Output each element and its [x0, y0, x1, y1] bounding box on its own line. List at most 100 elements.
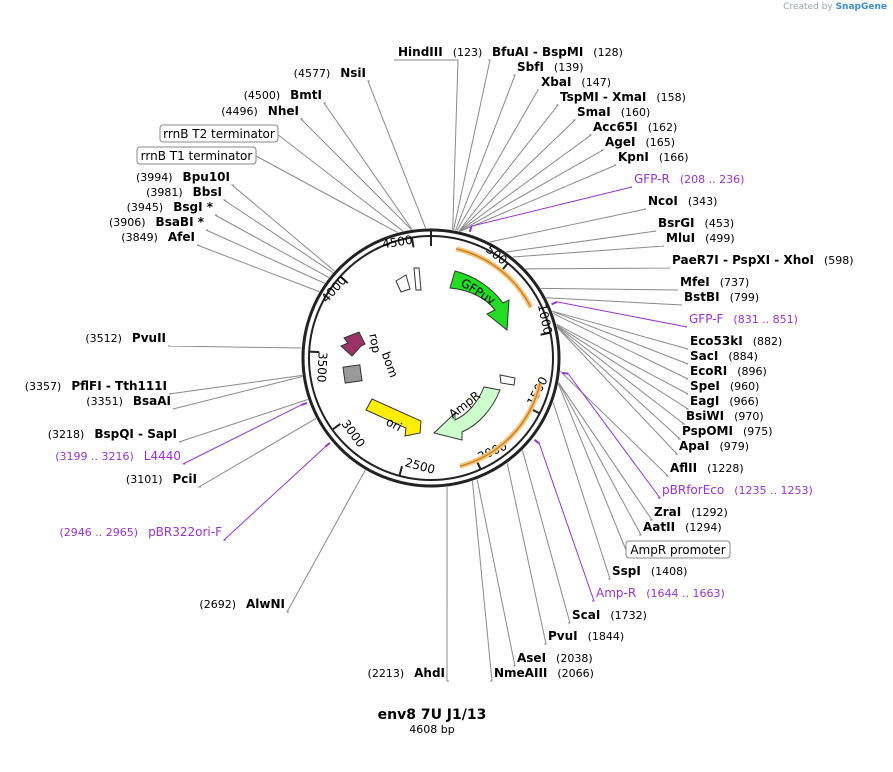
site-label: (2692)AlwNI: [199, 597, 285, 611]
site-position: (3512): [85, 332, 122, 345]
site-ahdi[interactable]: (2213)AhdI: [368, 666, 445, 680]
site-bfuai-bspmi[interactable]: BfuAI - BspMI(128): [492, 45, 623, 59]
site-label: Acc65I(162): [593, 120, 677, 134]
site-leader: [556, 323, 689, 395]
site-label: AgeI(165): [605, 135, 675, 149]
site-hindiii[interactable]: HindIII (123): [398, 45, 482, 59]
site-label: (3357)PflFI - Tth111I: [25, 379, 167, 393]
site-bmti[interactable]: (4500)BmtI: [244, 88, 322, 102]
ampr-promoter-arrow: [499, 374, 516, 386]
site-pflfi-tth111i[interactable]: (3357)PflFI - Tth111I: [25, 379, 167, 393]
site-label: BsiWI(970): [686, 409, 764, 423]
site-leader: [506, 463, 547, 645]
site-position: (975): [743, 425, 773, 438]
site-bstbi[interactable]: BstBI(799): [684, 290, 759, 304]
site-leader: [394, 59, 459, 230]
site-pspomi[interactable]: PspOMI(975): [682, 424, 773, 438]
site-name: ScaI: [572, 608, 600, 622]
site-nsii[interactable]: (4577)NsiI: [294, 66, 366, 80]
site-smai[interactable]: SmaI(160): [577, 105, 650, 119]
site-nhei[interactable]: (4496)NheI: [221, 104, 299, 118]
site-name: HindIII: [398, 45, 443, 59]
site-position: (162): [648, 121, 678, 134]
site-paer7i-pspxi-xhoi[interactable]: PaeR7I - PspXI - XhoI(598): [672, 253, 854, 267]
site-bspqi-sapi[interactable]: (3218)BspQI - SapI: [48, 427, 177, 441]
site-position: (123): [453, 46, 483, 59]
feature-box-ampr-promoter[interactable]: AmpR promoter: [625, 540, 731, 559]
tick-mark: [309, 350, 320, 354]
primer-pbrforeco[interactable]: pBRforEco(1235 .. 1253): [662, 483, 813, 497]
site-label: (3512)PvuII: [85, 331, 166, 345]
primer-pbr322ori-f[interactable]: (2946 .. 2965)pBR322ori-F: [60, 525, 223, 539]
site-name: BmtI: [290, 88, 322, 102]
site-pvui[interactable]: PvuI(1844): [548, 629, 624, 643]
site-ncoi[interactable]: NcoI(343): [648, 194, 717, 208]
site-saci[interactable]: SacI(884): [690, 349, 758, 363]
site-kpni[interactable]: KpnI(166): [618, 150, 689, 164]
site-name: AhdI: [414, 666, 445, 680]
site-bsabi[interactable]: (3906)BsaBI *: [109, 215, 205, 229]
site-alwni[interactable]: (2692)AlwNI: [199, 597, 285, 611]
site-aatii[interactable]: AatII(1294): [643, 520, 722, 534]
bom-box[interactable]: [342, 364, 363, 384]
map-titles: env8 7U J1/13 4608 bp: [378, 707, 487, 736]
site-scai[interactable]: ScaI(1732): [572, 608, 647, 622]
site-asei[interactable]: AseI(2038): [517, 651, 593, 665]
site-bpu10i[interactable]: (3994)Bpu10I: [136, 170, 230, 184]
site-eagi[interactable]: EagI(966): [690, 394, 759, 408]
tick-label: 2500: [403, 455, 436, 476]
site-name: AatII: [643, 520, 675, 534]
site-position: (3218): [48, 428, 85, 441]
tick-mark: [339, 275, 349, 284]
primer-position: (1235 .. 1253): [734, 484, 813, 497]
site-leader: [456, 89, 539, 231]
site-nmeaiii[interactable]: NmeAIII(2066): [494, 666, 594, 680]
primer-l4440[interactable]: (3199 .. 3216)L4440: [55, 449, 181, 463]
ori-arrow[interactable]: [365, 398, 422, 437]
site-ecori[interactable]: EcoRI(896): [690, 364, 767, 378]
site-name: KpnI: [618, 150, 649, 164]
gfpuv-arrow[interactable]: [449, 270, 510, 331]
primer-gfp-r[interactable]: GFP-R(208 .. 236): [634, 172, 744, 186]
site-name: BfuAI - BspMI: [492, 45, 583, 59]
site-tspmi-xmai[interactable]: TspMI - XmaI(158): [560, 90, 686, 104]
site-agei[interactable]: AgeI(165): [605, 135, 675, 149]
primer-gfp-f[interactable]: GFP-F(831 .. 851): [689, 312, 798, 326]
site-mlui[interactable]: MluI(499): [666, 231, 735, 245]
site-bsrgi[interactable]: BsrGI(453): [658, 216, 734, 230]
site-zrai[interactable]: ZraI(1292): [654, 505, 728, 519]
site-sspi[interactable]: SspI(1408): [612, 564, 687, 578]
site-afei[interactable]: (3849)AfeI: [121, 230, 195, 244]
site-position: (3351): [86, 395, 123, 408]
site-label: MluI(499): [666, 231, 735, 245]
site-aflii[interactable]: AflII(1228): [670, 461, 744, 475]
feature-box-rrnb-t2-terminator[interactable]: rrnB T2 terminator: [159, 124, 279, 143]
site-mfei[interactable]: MfeI(737): [680, 275, 749, 289]
site-leader: [299, 118, 412, 230]
site-eco53ki[interactable]: Eco53kI(882): [690, 334, 782, 348]
site-position: (499): [705, 232, 735, 245]
site-bsgi[interactable]: (3945)BsgI *: [127, 200, 214, 214]
site-acc65i[interactable]: Acc65I(162): [593, 120, 677, 134]
site-leader: [286, 469, 366, 613]
site-spei[interactable]: SpeI(960): [690, 379, 759, 393]
site-label: MfeI(737): [680, 275, 749, 289]
site-name: AgeI: [605, 135, 635, 149]
rop-arrow[interactable]: [340, 331, 366, 357]
site-label: (3994)Bpu10I: [136, 170, 230, 184]
site-apai[interactable]: ApaI(979): [679, 439, 749, 453]
primer-amp-r[interactable]: Amp-R(1644 .. 1663): [596, 586, 725, 600]
tick-label: 4500: [381, 233, 413, 252]
site-leader: [458, 104, 560, 232]
ampr-arrow[interactable]: [432, 386, 501, 441]
site-bbsi[interactable]: (3981)BbsI: [146, 185, 222, 199]
site-sbfi[interactable]: SbfI(139): [517, 60, 584, 74]
site-pvuii[interactable]: (3512)PvuII: [85, 331, 166, 345]
site-label: (3945)BsgI *: [127, 200, 214, 214]
feature-box-rrnb-t1-terminator[interactable]: rrnB T1 terminator: [136, 146, 257, 165]
site-bsaai[interactable]: (3351)BsaAI: [86, 394, 171, 408]
site-pcii[interactable]: (3101)PciI: [126, 472, 197, 486]
site-bsiwi[interactable]: BsiWI(970): [686, 409, 764, 423]
tick-mark: [398, 465, 403, 477]
site-xbai[interactable]: XbaI(147): [541, 75, 611, 89]
